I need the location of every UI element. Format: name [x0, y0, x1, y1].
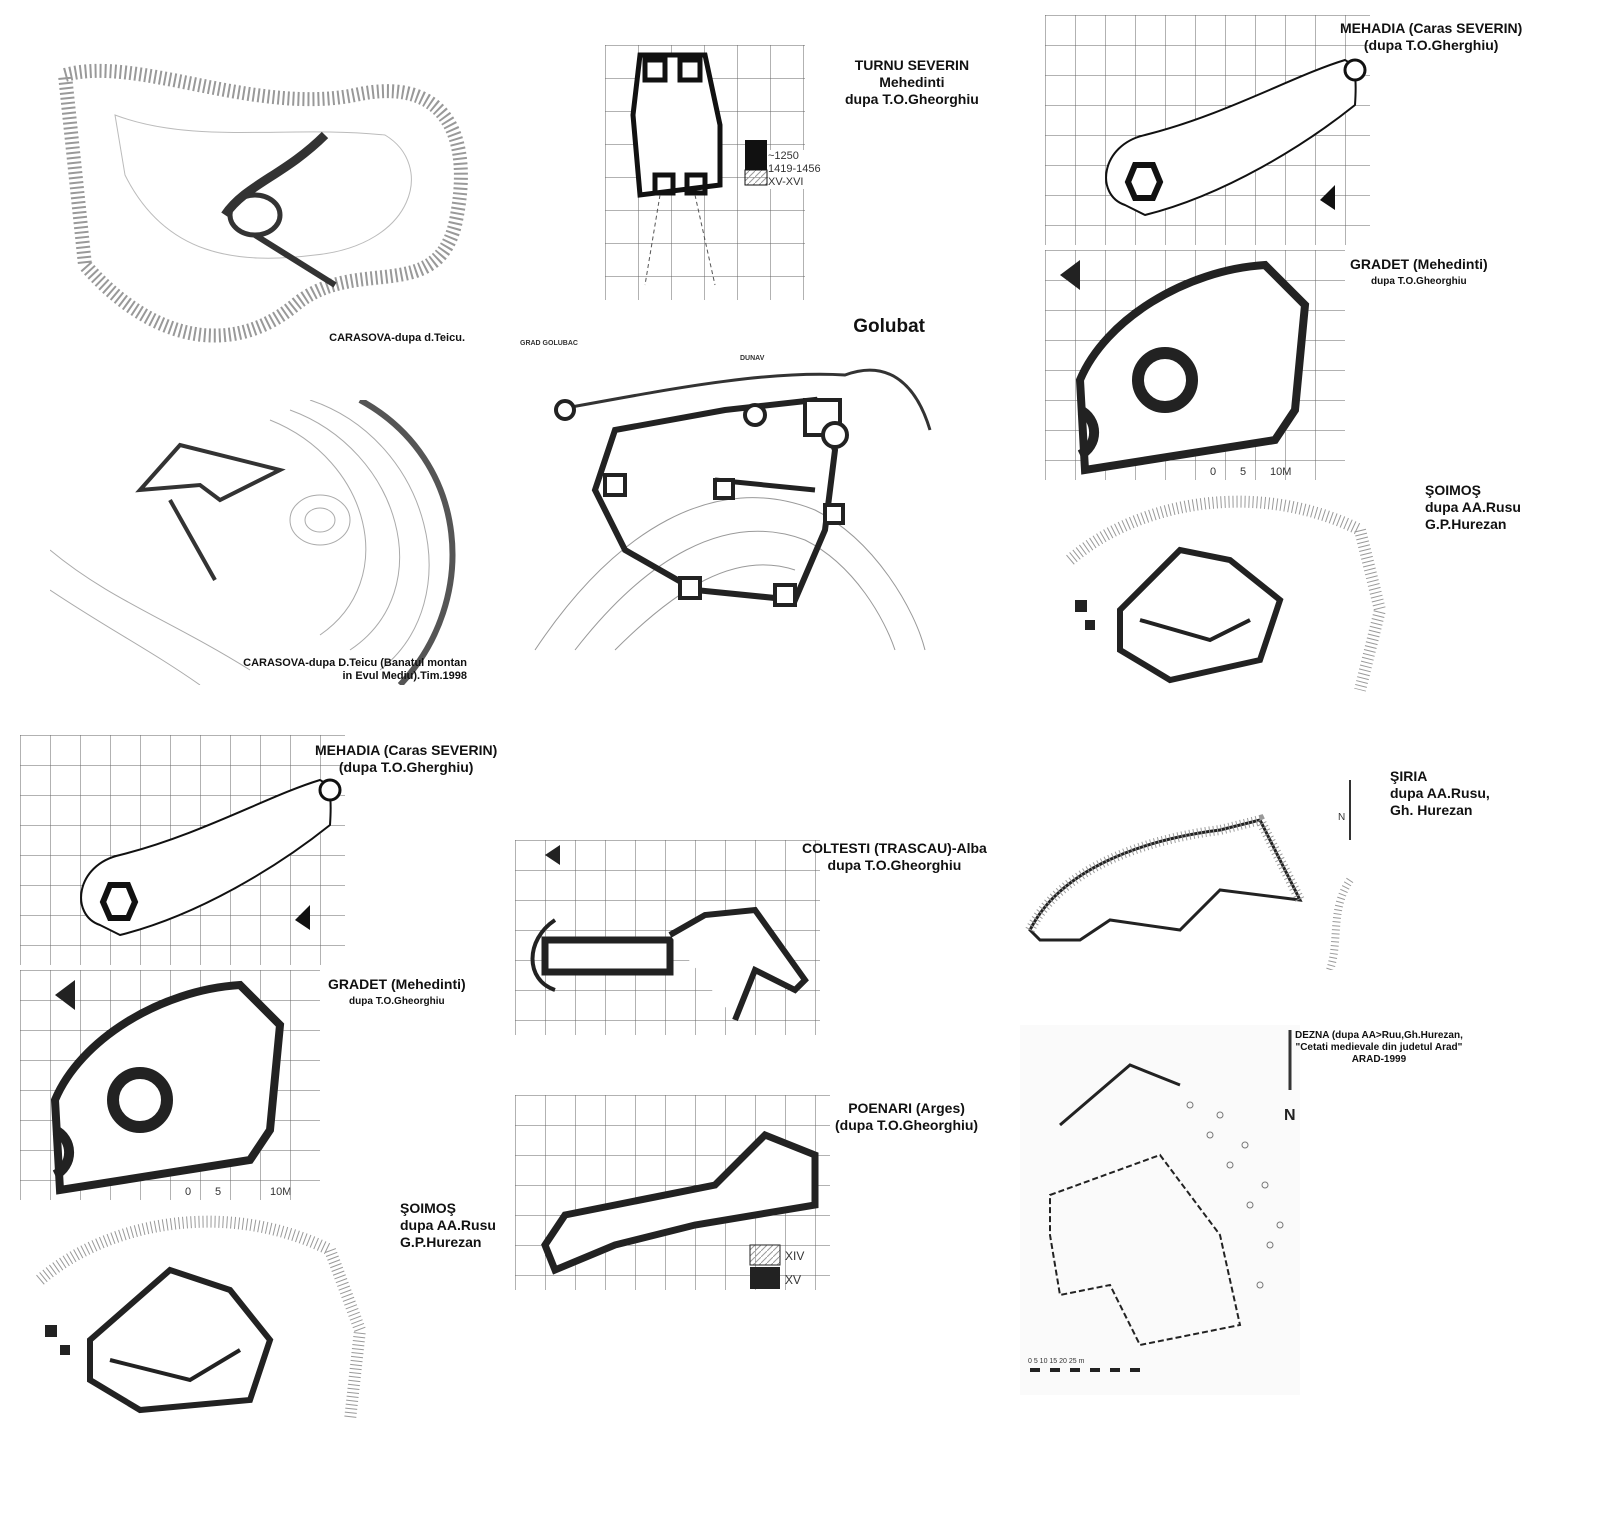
soimos-label-1: ŞOIMOŞ dupa AA.Rusu G.P.Hurezan: [1425, 482, 1521, 533]
soimos-plan-2: [30, 1210, 380, 1435]
poenari-label: POENARI (Arges) (dupa T.O.Gheorghiu): [835, 1100, 978, 1134]
caption: CARASOVA-dupa d.Teicu.: [329, 332, 465, 344]
subtitle: "Cetati medievale din judetul Arad": [1295, 1042, 1463, 1053]
legend-xiv: XIV: [785, 1249, 804, 1263]
title: COLTESTI (TRASCAU)-Alba: [802, 840, 987, 856]
scale-5: 5: [215, 1186, 221, 1198]
soimos-label-2: ŞOIMOŞ dupa AA.Rusu G.P.Hurezan: [400, 1200, 496, 1251]
source-2: Gh. Hurezan: [1390, 802, 1473, 818]
source: (dupa T.O.Gheorghiu): [835, 1117, 979, 1133]
source: (dupa T.O.Gherghiu): [1363, 37, 1499, 53]
turnu-severin-plan: ~1250 1419-1456 XV-XVI: [605, 45, 821, 300]
north-arrow-icon: N: [1282, 1030, 1298, 1160]
title: ŞOIMOŞ: [1425, 482, 1482, 498]
mehadia-plan-1: [1045, 15, 1370, 245]
caption-line-1: CARASOVA-dupa D.Teicu (Banatul montan: [243, 657, 467, 669]
source-1: dupa AA.Rusu,: [1390, 785, 1490, 801]
coltesti-plan: [515, 840, 820, 1035]
title: ŞIRIA: [1390, 768, 1428, 784]
poenari-plan: XIV XV: [515, 1095, 830, 1290]
gradet-plan-1: 0 5 10M: [1045, 250, 1345, 480]
title: MEHADIA (Caras SEVERIN): [315, 742, 498, 758]
title: POENARI (Arges): [848, 1100, 965, 1116]
carasova-plan-2: CARASOVA-dupa D.Teicu (Banatul montan in…: [50, 400, 475, 685]
mehadia-label-2: MEHADIA (Caras SEVERIN) (dupa T.O.Ghergh…: [315, 742, 497, 776]
mehadia-plan-2: [20, 735, 345, 965]
gradet-label-2: GRADET (Mehedinti) dupa T.O.Gheorghiu: [328, 976, 466, 1010]
region: Mehedinti: [879, 74, 945, 90]
north-label: N: [1338, 812, 1345, 823]
title: MEHADIA (Caras SEVERIN): [1340, 20, 1523, 36]
river-label: DUNAV: [740, 355, 765, 362]
place: ARAD-1999: [1351, 1054, 1407, 1065]
source-1: dupa AA.Rusu: [400, 1217, 496, 1233]
siria-label: ŞIRIA dupa AA.Rusu, Gh. Hurezan: [1390, 768, 1490, 819]
source: dupa T.O.Gheorghiu: [845, 91, 979, 107]
title: DEZNA (dupa AA>Ruu,Gh.Hurezan,: [1295, 1030, 1463, 1041]
source-2: G.P.Hurezan: [1425, 516, 1507, 532]
map-label: GRAD GOLUBAC: [520, 340, 578, 347]
legend-xv-xvi: XV-XVI: [768, 176, 804, 188]
siria-plan: N: [1020, 780, 1390, 970]
gradet-plan-2: 0 5 10M: [20, 970, 320, 1200]
source: dupa T.O.Gheorghiu: [349, 996, 445, 1007]
title: TURNU SEVERIN: [854, 57, 970, 73]
scale-5: 5: [1240, 466, 1246, 478]
caption-line-2: in Evul Mediu).Tim.1998: [342, 670, 468, 682]
gradet-label-1: GRADET (Mehedinti) dupa T.O.Gheorghiu: [1350, 256, 1488, 290]
legend-1250: ~1250: [768, 150, 799, 162]
dezna-label: DEZNA (dupa AA>Ruu,Gh.Hurezan, "Cetati m…: [1295, 1030, 1463, 1066]
scale-10: 10M: [270, 1186, 291, 1198]
scale-bar-label: 0 5 10 15 20 25 m: [1028, 1358, 1085, 1365]
source: dupa T.O.Gheorghiu: [1371, 276, 1467, 287]
svg-text:N: N: [1284, 1107, 1296, 1124]
source-2: G.P.Hurezan: [400, 1234, 482, 1250]
golubat-plan: Golubat GRAD GOLUBAC DUNAV: [515, 317, 940, 660]
source-1: dupa AA.Rusu: [1425, 499, 1521, 515]
scale-10: 10M: [1270, 466, 1291, 478]
title: ŞOIMOŞ: [400, 1200, 457, 1216]
caption: CARASOVA-dupa D.Teicu (Banatul montan in…: [243, 657, 467, 683]
dezna-plan: 0 5 10 15 20 25 m: [1020, 1025, 1300, 1395]
mehadia-label-1: MEHADIA (Caras SEVERIN) (dupa T.O.Ghergh…: [1340, 20, 1522, 54]
source: dupa T.O.Gheorghiu: [827, 857, 962, 873]
soimos-plan-1: [1060, 490, 1400, 715]
title: GRADET (Mehedinti): [1350, 256, 1488, 272]
scale-0: 0: [185, 1186, 191, 1198]
scale-0: 0: [1210, 466, 1216, 478]
turnu-severin-label: TURNU SEVERIN Mehedinti dupa T.O.Gheorgh…: [845, 57, 979, 108]
legend-xv: XV: [785, 1273, 801, 1287]
golubat-title: Golubat: [853, 316, 925, 337]
legend-1419-1456: 1419-1456: [768, 163, 821, 175]
carasova-plan-1: CARASOVA-dupa d.Teicu.: [55, 55, 475, 365]
coltesti-label: COLTESTI (TRASCAU)-Alba dupa T.O.Gheorgh…: [802, 840, 987, 874]
source: (dupa T.O.Gherghiu): [338, 759, 474, 775]
period-legend: ~1250 1419-1456 XV-XVI: [768, 150, 821, 189]
title: GRADET (Mehedinti): [328, 976, 466, 992]
